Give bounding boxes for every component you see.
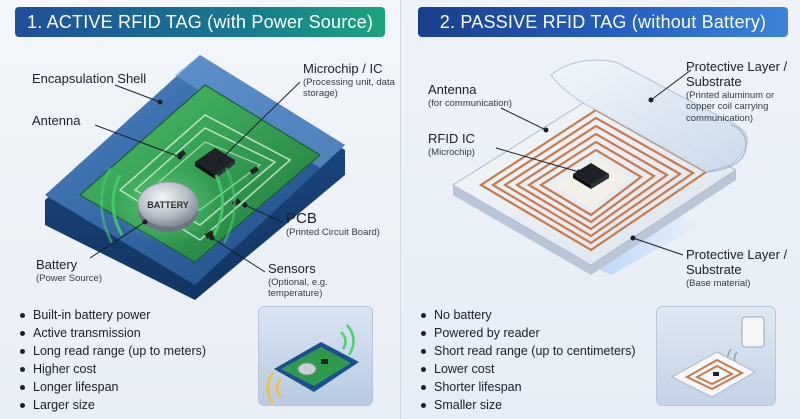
label-bottom-protective-layer: Protective Layer / Substrate (Base mater…: [686, 248, 798, 289]
label-antenna-text: Antenna: [32, 114, 80, 129]
passive-feature-item: Shorter lifespan: [421, 378, 636, 396]
active-rfid-panel: 1. ACTIVE RFID TAG (with Power Source): [0, 0, 400, 419]
label-microchip-text: Microchip / IC: [303, 62, 398, 77]
passive-tag-inset-image: [656, 306, 776, 406]
label-encapsulation-shell: Encapsulation Shell: [32, 72, 146, 87]
passive-rfid-panel: 2. PASSIVE RFID TAG (without Battery): [400, 0, 800, 419]
label-top-protective-layer: Protective Layer / Substrate (Printed al…: [686, 60, 798, 124]
active-feature-item: Longer lifespan: [20, 378, 206, 396]
label-microchip: Microchip / IC (Processing unit, data st…: [303, 62, 398, 100]
passive-feature-item: No battery: [421, 306, 636, 324]
label-antenna: Antenna: [32, 114, 80, 129]
active-feature-item: Long read range (up to meters): [20, 342, 206, 360]
label-microchip-sub: (Processing unit, data storage): [303, 77, 398, 100]
passive-feature-item: Short read range (up to centimeters): [421, 342, 636, 360]
label-rfid-ic-sub: (Microchip): [428, 147, 475, 158]
passive-feature-item: Smaller size: [421, 396, 636, 414]
active-features-list: Built-in battery power Active transmissi…: [20, 306, 206, 414]
label-rfid-ic: RFID IC (Microchip): [428, 132, 475, 158]
label-top-layer-sub: (Printed aluminum or copper coil carryin…: [686, 90, 798, 124]
label-battery-sub: (Power Source): [36, 273, 102, 284]
active-tag-inset-image: [258, 306, 373, 406]
battery-coin-text: BATTERY: [147, 200, 189, 210]
label-rfid-ic-text: RFID IC: [428, 132, 475, 147]
label-passive-antenna-sub: (for communication): [428, 98, 512, 109]
active-feature-item: Built-in battery power: [20, 306, 206, 324]
active-feature-item: Larger size: [20, 396, 206, 414]
label-pcb: PCB (Printed Circuit Board): [286, 210, 386, 239]
label-battery: Battery (Power Source): [36, 258, 102, 284]
label-bottom-layer-sub: (Base material): [686, 278, 798, 289]
label-sensors-text: Sensors: [268, 262, 353, 277]
passive-feature-item: Powered by reader: [421, 324, 636, 342]
label-bottom-layer-text: Protective Layer / Substrate: [686, 248, 798, 278]
label-top-layer-text: Protective Layer / Substrate: [686, 60, 798, 90]
active-feature-item: Higher cost: [20, 360, 206, 378]
label-pcb-text: PCB: [286, 210, 386, 227]
label-passive-antenna-text: Antenna: [428, 83, 512, 98]
label-passive-antenna: Antenna (for communication): [428, 83, 512, 109]
passive-feature-item: Lower cost: [421, 360, 636, 378]
label-sensors-sub: (Optional, e.g. temperature): [268, 277, 353, 300]
label-pcb-sub: (Printed Circuit Board): [286, 227, 386, 238]
label-sensors: Sensors (Optional, e.g. temperature): [268, 262, 353, 300]
active-feature-item: Active transmission: [20, 324, 206, 342]
label-encapsulation-text: Encapsulation Shell: [32, 72, 146, 87]
passive-features-list: No battery Powered by reader Short read …: [421, 306, 636, 414]
label-battery-text: Battery: [36, 258, 102, 273]
